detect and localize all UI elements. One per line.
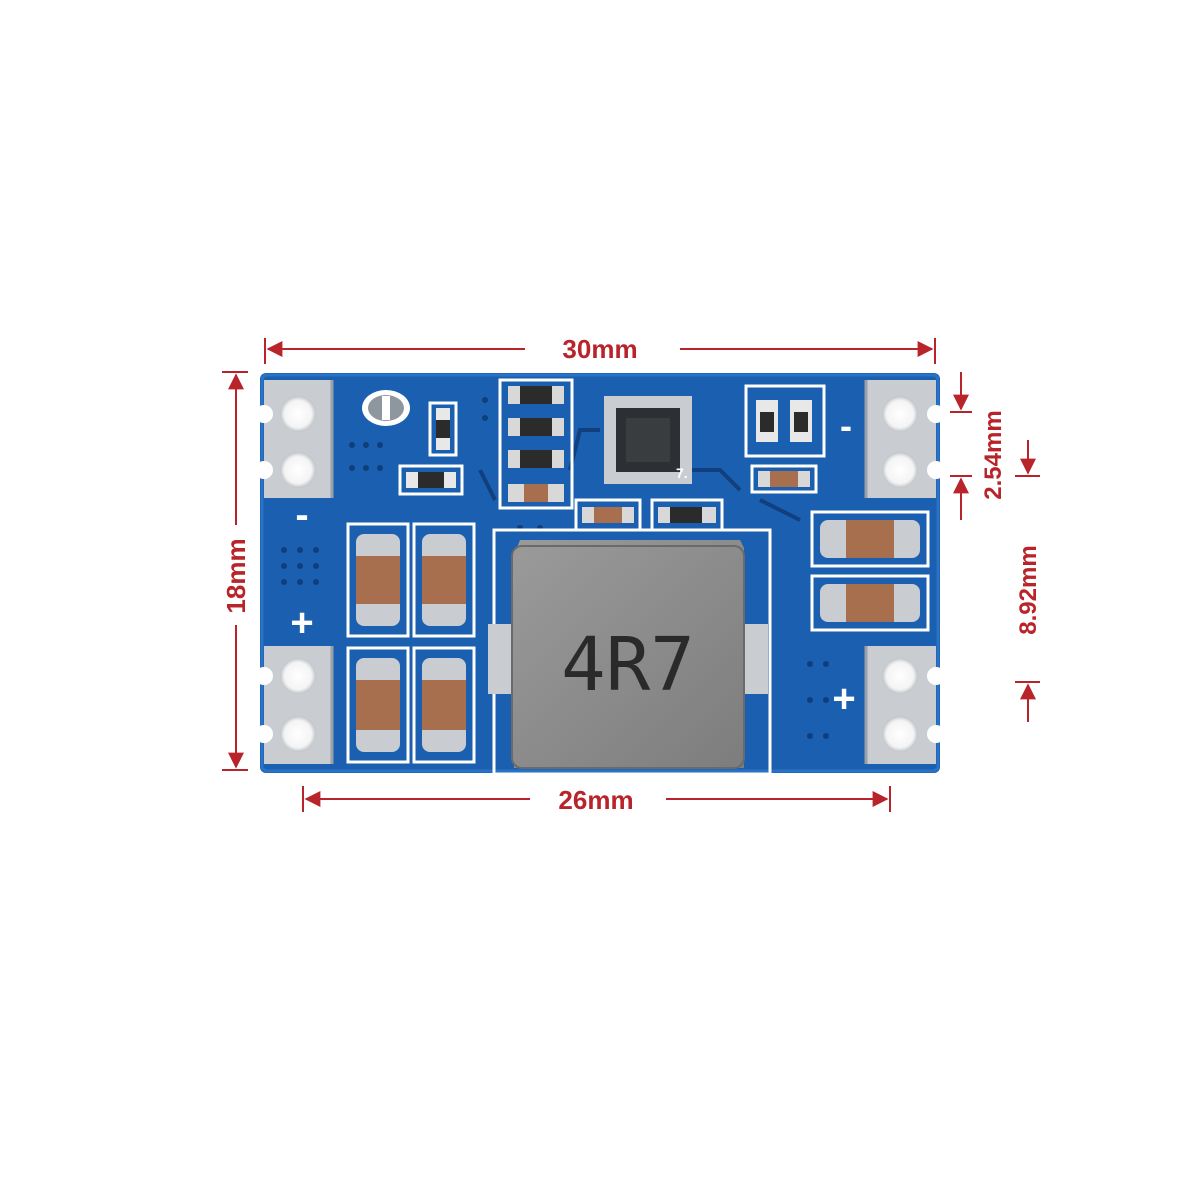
silk-plus-right: + xyxy=(832,677,855,721)
via-dots xyxy=(281,397,829,739)
inductor-marking: 4R7 xyxy=(561,622,695,708)
inductor: 4R7 xyxy=(488,528,772,776)
smd-right-cluster xyxy=(744,384,826,494)
dimension-height-left: 18mm xyxy=(221,371,251,771)
dimension-label-width-top: 30mm xyxy=(562,334,637,364)
capacitor-array-right xyxy=(810,510,930,632)
dimension-label-pin-pitch: 2.54mm xyxy=(980,410,1007,499)
ic-chip: 7. xyxy=(604,396,692,484)
chip-marking: 7. xyxy=(676,465,688,481)
smd-resistor-vertical xyxy=(428,401,458,457)
silk-plus-left: + xyxy=(290,601,313,645)
dimension-width-top: 30mm xyxy=(264,334,936,364)
tantalum-cap xyxy=(362,390,410,426)
pin-holes xyxy=(255,396,945,752)
smd-resistor-column xyxy=(498,378,574,510)
dimension-pin-pitch: 2.54mm xyxy=(950,372,1007,520)
dimension-label-width-bottom: 26mm xyxy=(558,785,633,815)
smd-resistor-horizontal xyxy=(398,464,464,496)
dimension-width-bottom: 26mm xyxy=(302,785,891,815)
dimension-label-height: 18mm xyxy=(221,538,251,613)
dimension-label-pin-span: 8.92mm xyxy=(1015,545,1042,634)
dimension-pin-span: 8.92mm xyxy=(1015,440,1042,722)
silk-minus-left: - xyxy=(295,493,308,537)
capacitor-array-left xyxy=(346,522,476,764)
silk-minus-right: - xyxy=(840,405,852,446)
